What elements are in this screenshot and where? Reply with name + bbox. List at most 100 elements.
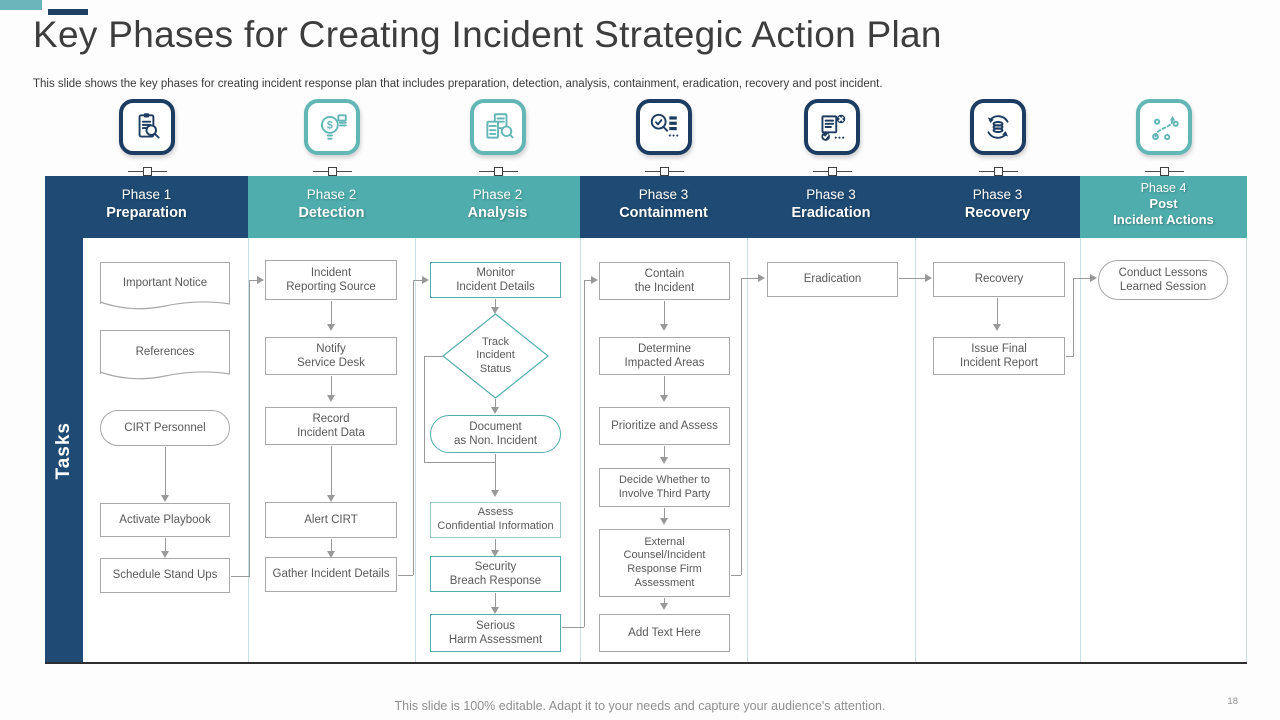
arrowhead — [758, 274, 765, 282]
task-recovery: Recovery — [933, 262, 1065, 297]
connector-line — [731, 575, 741, 576]
column-divider — [1080, 238, 1081, 662]
task-references: References — [99, 330, 231, 380]
idea-cost-icon: $ — [304, 99, 360, 155]
icon-connector — [475, 166, 521, 176]
flow-arrow — [331, 376, 332, 395]
icon-connector — [1141, 166, 1187, 176]
task-issue-final-incident-report: Issue Final Incident Report — [933, 337, 1065, 375]
flow-arrow — [165, 538, 166, 551]
arrowhead — [327, 324, 335, 331]
table-bottom-border — [45, 662, 1247, 664]
column-divider — [915, 238, 916, 662]
connector-line — [741, 278, 742, 575]
flow-arrow — [331, 301, 332, 324]
arrowhead — [660, 324, 668, 331]
page-subtitle: This slide shows the key phases for crea… — [33, 78, 883, 90]
task-incident-reporting-source: Incident Reporting Source — [265, 260, 397, 300]
accent-bar-navy — [48, 9, 88, 15]
icon-connector — [309, 166, 355, 176]
flow-arrow — [495, 399, 496, 407]
arrowhead — [491, 307, 499, 314]
arrowhead — [422, 276, 429, 284]
task-notify-service-desk: Notify Service Desk — [265, 337, 397, 375]
column-divider — [580, 238, 581, 662]
icon-connector — [124, 166, 170, 176]
flow-arrow — [331, 539, 332, 551]
flow-arrow — [165, 447, 166, 495]
arrowhead — [161, 495, 169, 502]
arrowhead — [993, 324, 1001, 331]
connector-line — [741, 278, 759, 279]
flow-arrow — [495, 593, 496, 607]
connector-line — [1066, 356, 1074, 357]
arrowhead — [491, 607, 499, 614]
connector-line — [424, 356, 425, 462]
connector-line — [398, 575, 413, 576]
connector-line — [584, 280, 585, 627]
post-incident-process-icon — [1136, 99, 1192, 155]
flow-arrow — [331, 446, 332, 495]
connector-line — [899, 278, 926, 279]
column-divider — [415, 238, 416, 662]
task-cirt-personnel: CIRT Personnel — [100, 410, 230, 446]
task-important-notice: Important Notice — [99, 262, 231, 310]
task-prioritize-and-assess: Prioritize and Assess — [599, 407, 730, 445]
task-activate-playbook: Activate Playbook — [100, 503, 230, 537]
decision-track-incident-status: Track Incident Status — [442, 313, 549, 399]
tasks-axis-label: Tasks — [53, 421, 74, 480]
flow-arrow — [664, 598, 665, 603]
arrowhead — [591, 276, 598, 284]
task-security-breach-response: Security Breach Response — [430, 556, 561, 592]
icon-connector — [641, 166, 687, 176]
connector-line — [1073, 278, 1074, 356]
connector-line — [424, 462, 495, 463]
arrowhead — [491, 407, 499, 414]
column-divider — [747, 238, 748, 662]
flow-arrow — [495, 299, 496, 307]
task-assess-confidential-information: Assess Confidential Information — [430, 502, 561, 538]
arrowhead — [660, 395, 668, 402]
task-serious-harm-assessment: Serious Harm Assessment — [430, 614, 561, 652]
arrowhead — [491, 550, 499, 557]
task-schedule-stand-ups: Schedule Stand Ups — [100, 558, 230, 593]
connector-line — [1073, 278, 1091, 279]
arrowhead — [327, 395, 335, 402]
icon-connector — [809, 166, 855, 176]
task-determine-impacted-areas: Determine Impacted Areas — [599, 337, 730, 375]
flow-arrow — [997, 298, 998, 324]
task-conduct-lessons-learned: Conduct Lessons Learned Session — [1098, 260, 1228, 300]
task-alert-cirt: Alert CIRT — [265, 502, 397, 538]
arrowhead — [327, 495, 335, 502]
arrowhead — [1090, 274, 1097, 282]
icon-connector — [975, 166, 1021, 176]
containment-review-icon — [636, 99, 692, 155]
eradication-checklist-icon — [804, 99, 860, 155]
flow-arrow — [664, 376, 665, 395]
arrowhead — [257, 276, 264, 284]
connector-line — [413, 280, 414, 575]
arrowhead — [327, 551, 335, 558]
connector-line — [413, 280, 423, 281]
connector-line — [562, 627, 584, 628]
arrowhead — [491, 490, 499, 497]
arrowhead — [925, 274, 932, 282]
column-divider — [248, 238, 249, 662]
connector-line — [249, 280, 258, 281]
analysis-calculator-icon — [470, 99, 526, 155]
flow-arrow — [495, 539, 496, 550]
recovery-sync-icon — [970, 99, 1026, 155]
task-external-counsel-assessment: External Counsel/Incident Response Firm … — [599, 529, 730, 597]
task-decide-third-party: Decide Whether to Involve Third Party — [599, 468, 730, 507]
flow-arrow — [664, 508, 665, 518]
task-add-text-here: Add Text Here — [599, 614, 730, 652]
task-eradication: Eradication — [767, 262, 898, 297]
flow-arrow — [664, 301, 665, 324]
accent-bar-teal — [0, 0, 42, 10]
clipboard-audit-icon — [119, 99, 175, 155]
